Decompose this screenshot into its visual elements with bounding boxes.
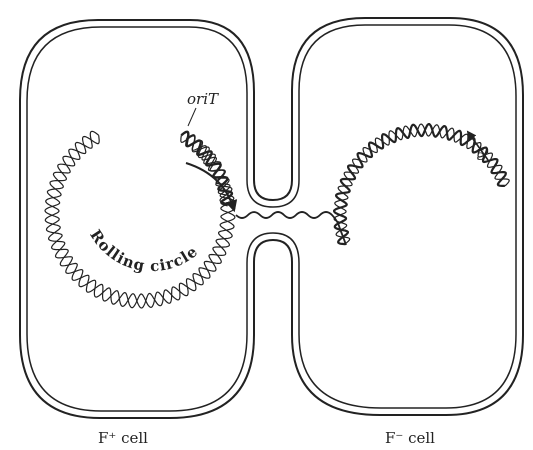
- cell-membranes: [20, 18, 523, 418]
- membrane-outer: [20, 18, 523, 418]
- f-plus-cell-label: F⁺ cell: [98, 429, 148, 447]
- five-prime-label: 5': [476, 146, 490, 164]
- plasmid-f-plus: [45, 131, 235, 308]
- ori-t-label: oriT: [187, 90, 219, 108]
- recipient-strand-synthesized: [334, 124, 509, 244]
- plasmid-double-helix: [45, 131, 235, 308]
- plasmid-strand-inner: [45, 131, 235, 308]
- ori-t-leader-line: [188, 108, 196, 126]
- rolling-circle-label: Rolling circle: [86, 226, 201, 275]
- rolling-circle-text: Rolling circle: [86, 226, 201, 275]
- recipient-strand: [334, 124, 509, 244]
- membrane-inner: [27, 25, 516, 411]
- f-minus-cell-label: F⁻ cell: [385, 429, 435, 447]
